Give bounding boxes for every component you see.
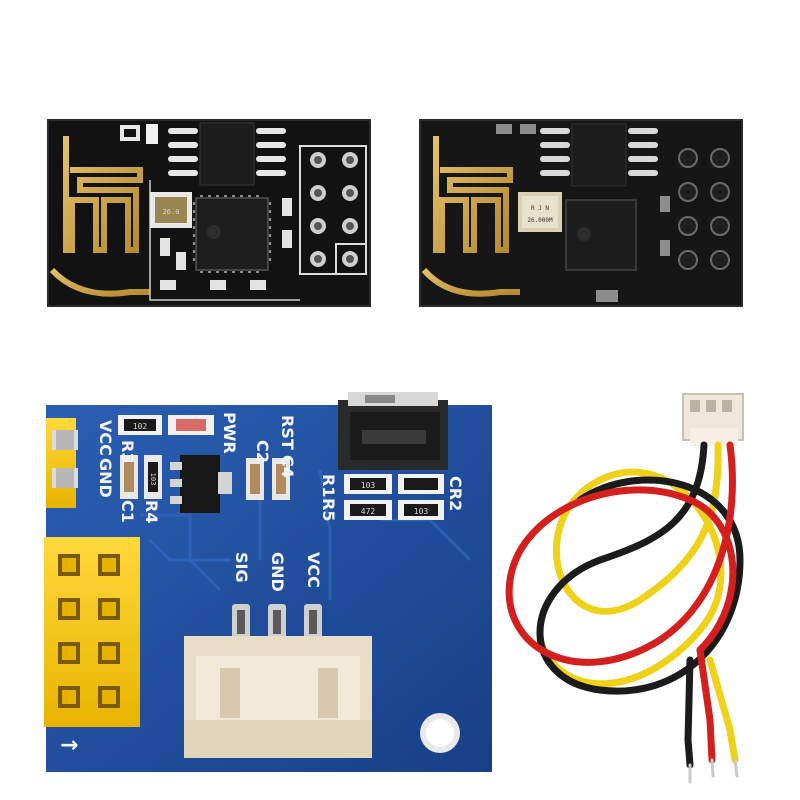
- crystal-oscillator: 26.0: [150, 192, 192, 228]
- silk-c1: C1: [118, 500, 137, 523]
- power-led: [168, 415, 214, 435]
- smd-resistor-array: 103 472 103: [344, 474, 444, 520]
- voltage-regulator: [170, 455, 232, 513]
- silk-sig: SIG: [232, 552, 251, 583]
- svg-text:26.000M: 26.000M: [527, 217, 553, 224]
- svg-text:102: 102: [133, 422, 148, 431]
- silk-vcc-power: VCC: [96, 420, 115, 456]
- silk-c4: C4: [278, 455, 297, 478]
- silk-r3: R3: [118, 440, 137, 463]
- smd-resistor-102: 102: [118, 415, 162, 435]
- reset-button[interactable]: [338, 392, 448, 470]
- jst-wire-cable: [505, 393, 744, 784]
- silk-r1: R1: [319, 474, 338, 497]
- pcb-antenna: [63, 136, 143, 253]
- svg-text:103: 103: [361, 481, 376, 490]
- crystal-oscillator: R J N 26.000M: [518, 192, 562, 232]
- svg-text:472: 472: [361, 507, 376, 516]
- silk-pwr: PWR: [220, 412, 239, 454]
- esp01-socket-header: [44, 537, 140, 727]
- esp8266-chip: [193, 195, 271, 273]
- silk-r5: R5: [319, 498, 338, 521]
- esp01-module-left: 26.0: [47, 119, 371, 307]
- silk-gnd-power: GND: [96, 458, 115, 498]
- jst-connector-socket[interactable]: [184, 636, 372, 758]
- esp01-module-right: R J N 26.000M: [419, 119, 743, 307]
- silk-c2: C2: [253, 440, 272, 463]
- silk-cr2: CR2: [446, 476, 465, 511]
- svg-text:103: 103: [414, 507, 429, 516]
- power-pin-header: [46, 418, 78, 508]
- silk-r4: R4: [142, 500, 161, 523]
- pcb-antenna: [433, 136, 513, 253]
- pin1-arrow-label: →: [60, 733, 78, 758]
- svg-text:26.0: 26.0: [163, 208, 180, 216]
- silk-vcc: VCC: [304, 552, 323, 588]
- adapter-board: → 102: [44, 392, 492, 772]
- esp8266-chip: [565, 199, 637, 271]
- svg-text:103: 103: [149, 473, 157, 486]
- silk-rst: RST: [278, 415, 297, 450]
- silk-gnd: GND: [268, 552, 287, 592]
- svg-text:R J N: R J N: [531, 205, 549, 212]
- mounting-hole: [420, 713, 460, 753]
